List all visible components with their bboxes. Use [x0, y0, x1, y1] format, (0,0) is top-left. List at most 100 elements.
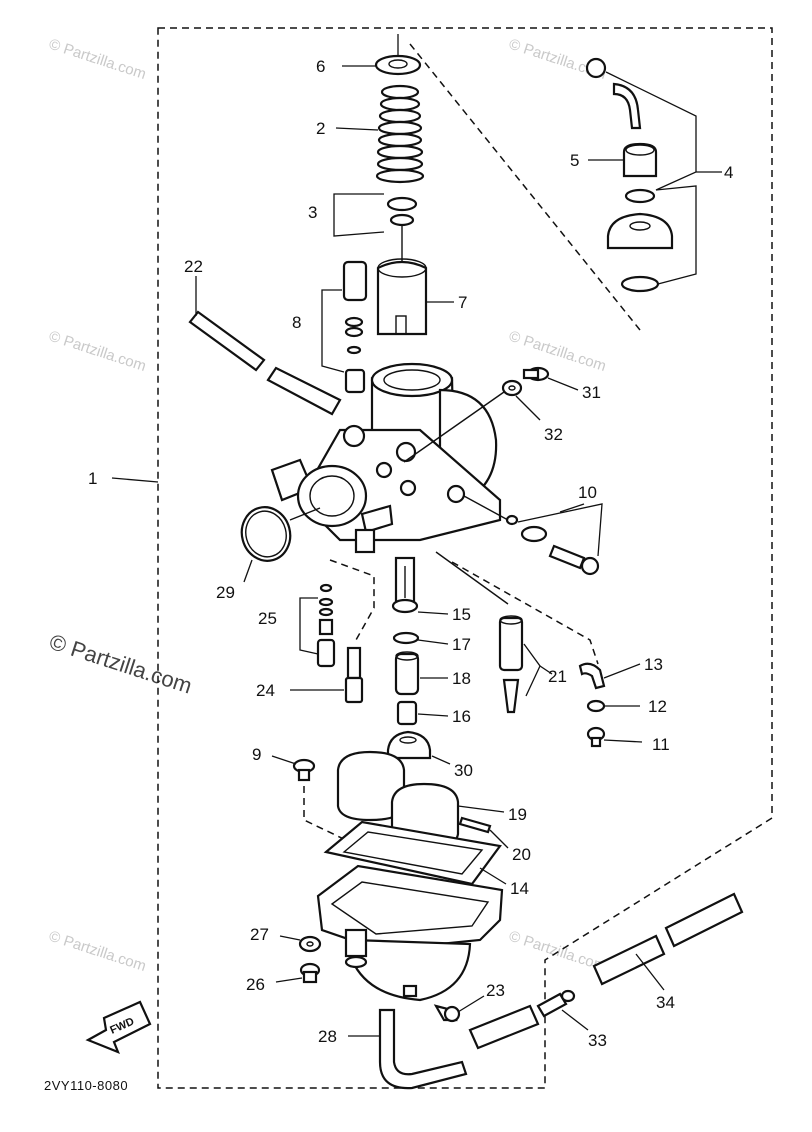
assembly-boundary	[157, 27, 773, 1089]
jet-holder-part-18	[394, 651, 420, 696]
float-chamber	[316, 864, 504, 1002]
drawing-code: 2VY110-8080	[44, 1078, 128, 1093]
callout-28: 28	[318, 1027, 337, 1046]
watermark: © Partzilla.com	[47, 36, 148, 83]
callout-12: 12	[648, 697, 667, 716]
leader-21b	[539, 665, 553, 675]
drain-hose-part-28	[378, 1008, 468, 1090]
leader-31	[547, 377, 579, 391]
carburetor-body-part-1	[270, 362, 502, 554]
callout-3: 3	[308, 203, 317, 222]
callout-2: 2	[316, 119, 325, 138]
leader-10b	[559, 503, 585, 513]
leader-11	[603, 739, 643, 743]
hose-part-22	[188, 310, 342, 416]
cap-alignment-line	[409, 43, 641, 331]
callout-20: 20	[512, 845, 531, 864]
leader-34	[635, 953, 665, 991]
forward-arrow-icon: FWD	[85, 1000, 152, 1054]
leader-10	[517, 503, 603, 557]
leader-27	[279, 935, 301, 941]
leader-9	[271, 755, 297, 765]
leader-32	[515, 395, 541, 421]
leader-14	[479, 867, 507, 885]
alignment-13	[451, 561, 599, 665]
alignment-31	[403, 391, 505, 463]
clip-part-13	[578, 662, 606, 690]
leader-15	[417, 611, 449, 615]
watermark: © Partzilla.com	[47, 328, 148, 375]
callout-23: 23	[486, 981, 505, 1000]
needle-valve-part-21	[498, 615, 524, 714]
o-ring-part-29	[240, 506, 292, 562]
leader-8	[321, 289, 345, 373]
callout-25: 25	[258, 609, 277, 628]
needle-clip-part-3	[386, 196, 418, 262]
starter-plunger-part-25	[316, 583, 336, 668]
alignment-29	[289, 507, 321, 521]
callout-7: 7	[458, 293, 467, 312]
screw-part-31	[522, 366, 550, 382]
leader-1	[111, 477, 159, 483]
leader-16	[417, 713, 449, 717]
callout-18: 18	[452, 669, 471, 688]
washer-part-6	[374, 34, 422, 76]
pilot-jet-part-24	[344, 646, 364, 704]
alignment-24	[329, 559, 375, 641]
callout-33: 33	[588, 1031, 607, 1050]
hose-fitting-part-33	[536, 989, 576, 1018]
callout-6: 6	[316, 57, 325, 76]
leader-33	[561, 1009, 589, 1031]
leader-4	[605, 71, 697, 285]
leader-3	[333, 193, 385, 237]
alignment-21	[435, 551, 509, 605]
leader-19	[457, 805, 505, 813]
screw-part-9	[292, 758, 316, 782]
callout-1: 1	[88, 469, 97, 488]
top-cap-part-4	[585, 57, 674, 293]
pin-part-20	[458, 816, 492, 834]
watermark-main: © Partzilla.com	[46, 629, 195, 699]
leader-17	[417, 639, 449, 645]
leader-21	[523, 643, 541, 697]
screw-part-11	[586, 726, 606, 748]
callout-27: 27	[250, 925, 269, 944]
callout-24: 24	[256, 681, 275, 700]
throttle-valve-part-7	[376, 258, 428, 336]
leader-29	[243, 559, 253, 583]
callout-21: 21	[548, 667, 567, 686]
baffle-part-30	[386, 730, 432, 760]
needle-jet-part-15	[391, 556, 419, 614]
callout-13: 13	[644, 655, 663, 674]
washer-part-27	[298, 935, 322, 953]
washer-part-32	[501, 379, 523, 397]
callout-15: 15	[452, 605, 471, 624]
callout-26: 26	[246, 975, 265, 994]
callout-8: 8	[292, 313, 301, 332]
callout-5: 5	[570, 151, 579, 170]
callout-16: 16	[452, 707, 471, 726]
cap-boot-part-5	[622, 142, 658, 178]
leader-13	[603, 663, 641, 679]
leader-2	[335, 127, 379, 131]
callout-31: 31	[582, 383, 601, 402]
gasket-part-14	[323, 820, 502, 886]
callout-11: 11	[652, 735, 670, 754]
screw-part-23	[433, 1004, 461, 1023]
watermark: © Partzilla.com	[47, 928, 148, 975]
throttle-screw-part-10	[505, 514, 600, 576]
leader-20	[489, 829, 509, 849]
alignment-10	[463, 495, 509, 521]
callout-19: 19	[508, 805, 527, 824]
callout-32: 32	[544, 425, 563, 444]
main-jet-part-16	[396, 700, 418, 726]
callout-4: 4	[724, 163, 733, 182]
leader-23	[457, 995, 485, 1013]
washer-part-12	[586, 699, 606, 713]
drain-screw-part-26	[299, 962, 321, 984]
screw-set-part-8	[342, 260, 368, 394]
callout-9: 9	[252, 745, 261, 764]
callout-22: 22	[184, 257, 203, 276]
callout-29: 29	[216, 583, 235, 602]
